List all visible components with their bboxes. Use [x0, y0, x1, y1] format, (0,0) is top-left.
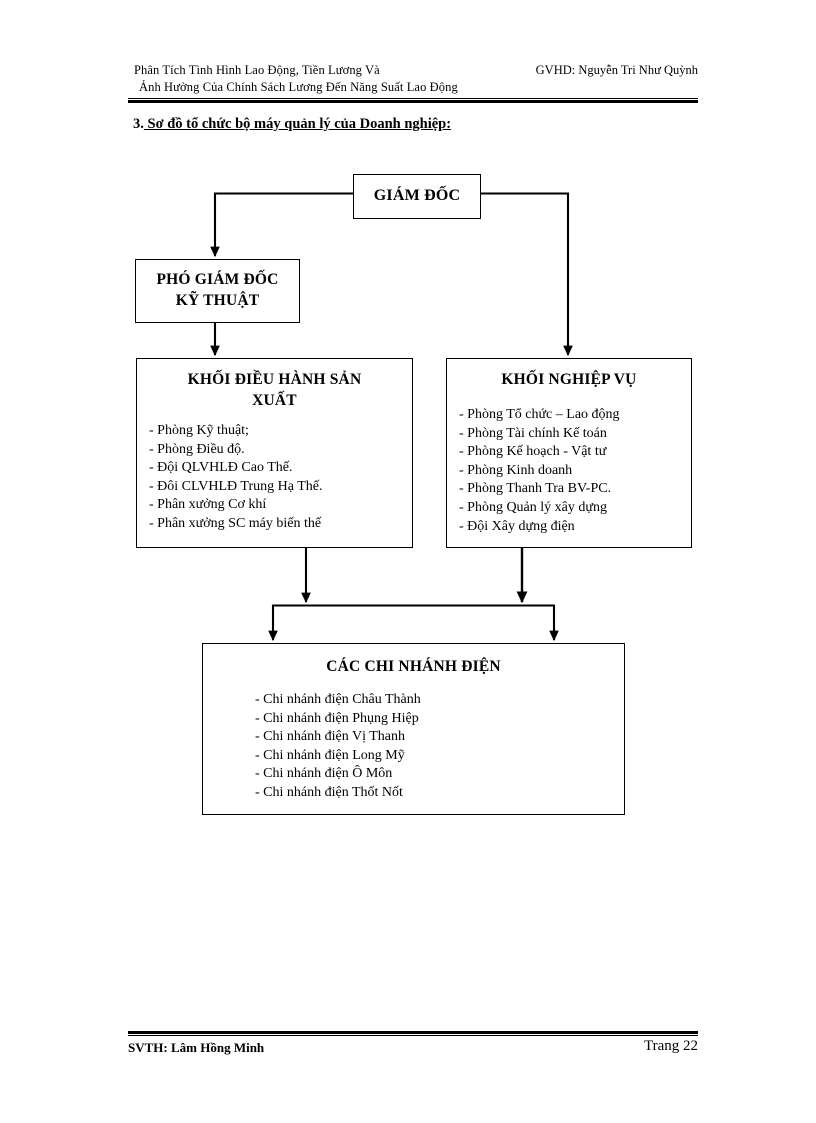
node-operations-block: KHỐI NGHIỆP VỤ - Phòng Tổ chức – Lao độn… [446, 358, 692, 548]
list-item: - Phòng Điều độ. [149, 441, 245, 457]
footer-author: SVTH: Lâm Hồng Minh [128, 1040, 265, 1055]
list-item: - Phòng Tổ chức – Lao động [459, 407, 620, 422]
node-branches-block: CÁC CHI NHÁNH ĐIỆN - Chi nhánh điện Châu… [202, 643, 625, 815]
section-number: 3. [133, 116, 144, 132]
header-rule-thick [128, 100, 698, 103]
edge-director-to-operations [481, 192, 573, 357]
page-footer: SVTH: Lâm Hồng Minh Trang 22 [128, 1038, 698, 1060]
section-title: Sơ đồ tổ chức bộ máy quản lý của Doanh n… [143, 116, 452, 132]
node-production-block: KHỐI ĐIỀU HÀNH SẢN XUẤT - Phòng Kỹ thuật… [136, 358, 413, 548]
list-item: - Chi nhánh điện Ô Môn [255, 766, 393, 782]
footer-rule-thin [128, 1035, 698, 1036]
list-item: - Chi nhánh điện Vị Thanh [255, 729, 405, 745]
header-left-text: Phân Tích Tình Hình Lao Động, Tiền Lương… [134, 62, 514, 96]
list-item: - Chi nhánh điện Long Mỹ [255, 747, 405, 763]
node-production-block-label: KHỐI ĐIỀU HÀNH SẢN XUẤT [137, 369, 412, 411]
footer-rule-thick [128, 1031, 698, 1034]
list-item: - Chi nhánh điện Thốt Nốt [255, 784, 403, 800]
list-item: - Phòng Quản lý xây dựng [459, 499, 607, 515]
node-operations-block-list: - Phòng Tổ chức – Lao động - Phòng Tài c… [459, 406, 691, 536]
node-deputy-director-label-line1: PHÓ GIÁM ĐỐC [156, 271, 279, 288]
node-production-block-label-line2: XUẤT [252, 392, 297, 409]
list-item: - Chi nhánh điện Châu Thành [255, 692, 421, 707]
node-branches-block-label-line1: CÁC CHI NHÁNH ĐIỆN [326, 658, 501, 675]
edge-director-to-deputy [210, 192, 353, 258]
node-production-block-label-line1: KHỐI ĐIỀU HÀNH SẢN [187, 371, 362, 388]
list-item: - Phòng Thanh Tra BV-PC. [459, 481, 612, 497]
list-item: - Phòng Kinh doanh [459, 462, 573, 478]
node-director-label: GIÁM ĐỐC [373, 187, 461, 204]
list-item: - Đôi CLVHLĐ Trung Hạ Thế. [149, 478, 323, 494]
header-rule-thin [128, 98, 698, 99]
header-rule [128, 98, 698, 103]
node-production-block-list: - Phòng Kỹ thuật; - Phòng Điều độ. - Đội… [149, 422, 412, 534]
list-item: - Phòng Kế hoạch - Vật tư [459, 444, 607, 460]
list-item: - Phân xưởng Cơ khí [149, 497, 267, 513]
header-right-text: GVHD: Nguyễn Tri Như Quỳnh [535, 63, 698, 77]
header-left-line2: Ảnh Hưởng Của Chính Sách Lương Đến Năng … [139, 80, 458, 94]
node-deputy-director-label: PHÓ GIÁM ĐỐC KỸ THUẬT [136, 260, 299, 311]
node-operations-block-label-line1: KHỐI NGHIỆP VỤ [501, 371, 637, 388]
node-operations-block-label: KHỐI NGHIỆP VỤ [447, 369, 691, 390]
node-deputy-director-label-line2: KỸ THUẬT [175, 292, 260, 309]
page-title: 3. Sơ đồ tổ chức bộ máy quản lý của Doan… [133, 116, 451, 133]
page-header: Phân Tích Tình Hình Lao Động, Tiền Lương… [128, 62, 698, 102]
footer-rule [128, 1031, 698, 1036]
node-branches-block-label: CÁC CHI NHÁNH ĐIỆN [203, 656, 624, 677]
header-left-line1: Phân Tích Tình Hình Lao Động, Tiền Lương… [134, 63, 380, 77]
list-item: - Đội Xây dựng điện [459, 518, 575, 534]
list-item: - Phòng Kỹ thuật; [149, 423, 249, 438]
list-item: - Đội QLVHLĐ Cao Thế. [149, 460, 293, 476]
node-director: GIÁM ĐỐC [353, 174, 481, 219]
node-branches-block-list: - Chi nhánh điện Châu Thành - Chi nhánh … [255, 691, 624, 803]
list-item: - Phân xưởng SC máy biến thế [149, 515, 322, 531]
list-item: - Phòng Tài chính Kế toán [459, 425, 607, 441]
node-deputy-director: PHÓ GIÁM ĐỐC KỸ THUẬT [135, 259, 300, 323]
page-number: Trang 22 [643, 1038, 698, 1054]
list-item: - Chi nhánh điện Phụng Hiệp [255, 710, 419, 726]
